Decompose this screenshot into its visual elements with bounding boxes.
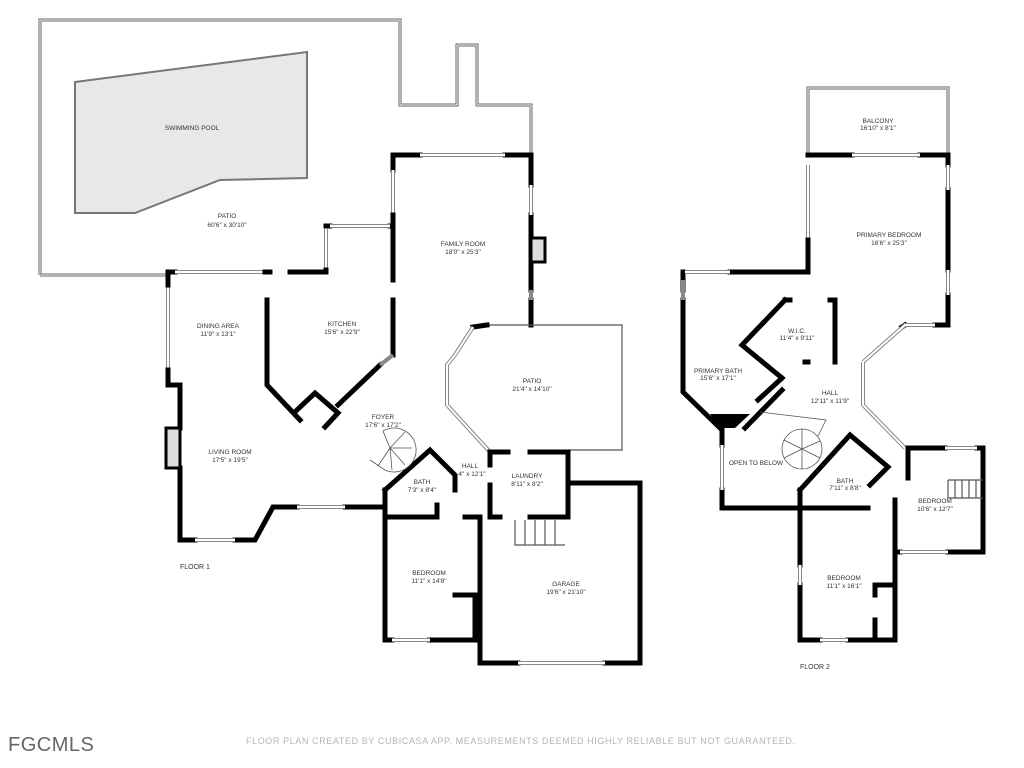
room-dims: 11'4" x 9'11" (780, 335, 815, 342)
room-name: PRIMARY BEDROOM (857, 232, 922, 239)
room-name: PATIO (218, 213, 237, 220)
room-name: BALCONY (862, 118, 894, 125)
room-name: SWIMMING POOL (165, 125, 220, 132)
floor-1-labels: SWIMMING POOL PATIO 60'6" x 30'10" FAMIL… (165, 125, 587, 596)
room-dims: 8'11" x 8'2" (511, 481, 543, 488)
family-room-walls (390, 152, 534, 328)
room-dims: 7'11" x 8'8" (829, 485, 861, 492)
room-name: BEDROOM (918, 498, 952, 505)
room-dims: 12'11" x 11'9" (811, 398, 850, 405)
stair-void (710, 414, 750, 428)
bedroom-3-walls (892, 445, 986, 555)
primary-bedroom-walls (805, 152, 951, 331)
watermark-logo: FGCMLS (8, 734, 95, 756)
floor-2-labels: BALCONY 16'10" x 8'1" PRIMARY BEDROOM 16… (694, 118, 954, 671)
floor-1-plan (38, 18, 643, 666)
room-dims: 15'6" x 22'9" (324, 329, 360, 336)
room-name: GARAGE (552, 581, 580, 588)
spiral-staircase (369, 427, 417, 473)
room-name: OPEN TO BELOW (729, 460, 784, 467)
floor-2-label: FLOOR 2 (800, 664, 830, 671)
room-dims: 16'6" x 25'3" (871, 240, 907, 247)
room-name: LIVING ROOM (208, 449, 251, 456)
room-dims: 7'3" x 8'4" (408, 487, 437, 494)
fireplace (529, 236, 547, 264)
footer-disclaimer: FLOOR PLAN CREATED BY CUBICASA APP. MEAS… (246, 736, 796, 746)
floor-2-plan (680, 86, 986, 643)
room-name: PRIMARY BATH (694, 368, 742, 375)
room-dims: 17'5" x 19'5" (212, 457, 248, 464)
room-name: LAUNDRY (512, 473, 544, 480)
room-name: DINING AREA (197, 323, 240, 330)
room-name: HALL (462, 463, 479, 470)
wic-walls (738, 296, 838, 404)
room-dims: 10'6" x 12'7" (917, 506, 953, 513)
room-name: FAMILY ROOM (441, 241, 486, 248)
bath-walls (381, 446, 483, 643)
room-dims: 16'10" x 8'1" (860, 125, 896, 132)
room-name: BATH (414, 479, 431, 486)
room-name: FOYER (372, 414, 395, 421)
room-dims: 15'6" x 17'1" (700, 375, 736, 382)
room-dims: 11'9" x 13'1" (200, 331, 236, 338)
room-name: HALL (822, 390, 839, 397)
room-name: BATH (837, 478, 854, 485)
room-name: BEDROOM (827, 575, 861, 582)
room-dims: 17'6" x 17'2" (365, 422, 401, 429)
room-name: W.I.C. (788, 328, 806, 335)
spiral-staircase-2 (759, 411, 827, 470)
room-dims: 21'4" x 14'10" (512, 386, 552, 393)
room-name: BEDROOM (412, 570, 446, 577)
room-name: PATIO (523, 378, 542, 385)
room-dims: 18'0" x 25'3" (445, 249, 481, 256)
swimming-pool (74, 50, 308, 214)
room-dims: 11'1" x 16'1" (826, 583, 862, 590)
room-dims: 60'6" x 30'10" (207, 222, 247, 229)
room-dims: 19'6" x 21'10" (546, 589, 586, 596)
room-name: KITCHEN (328, 321, 357, 328)
room-dims: 4" x 12'1" (458, 471, 486, 478)
floor-1-label: FLOOR 1 (180, 564, 210, 571)
living-room-walls (165, 367, 383, 543)
room-dims: 11'1" x 14'8" (411, 578, 447, 585)
bath-2-walls (796, 431, 892, 511)
